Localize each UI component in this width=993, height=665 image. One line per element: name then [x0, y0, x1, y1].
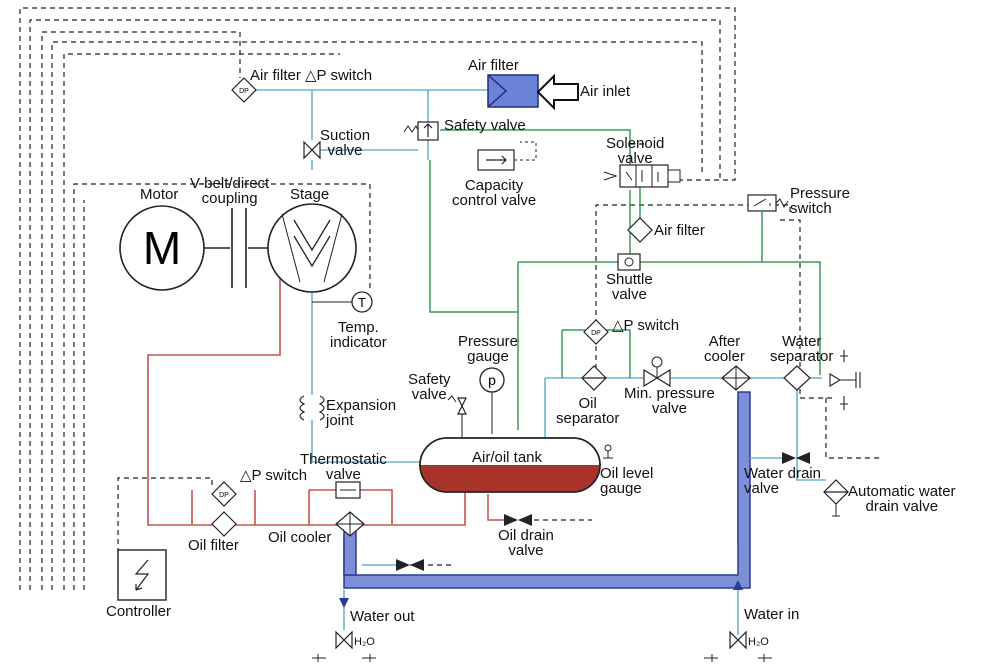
- label-solenoid-valve: Solenoid valve: [606, 135, 665, 167]
- label-water-in: Water in: [744, 606, 800, 623]
- label-water-separator: Water separator: [770, 333, 834, 365]
- motor-icon: M: [119, 205, 205, 291]
- label-safety-valve-tank: Safety valve: [408, 371, 451, 403]
- label-pressure-gauge: Pressure gauge: [458, 333, 519, 365]
- air-filter-small-icon: [627, 217, 653, 243]
- cooler-water-valve-icon: [396, 559, 424, 571]
- label-separator-dp-switch: △P switch: [612, 317, 680, 334]
- pressure-gauge-icon: p: [479, 367, 505, 434]
- label-suction-valve: Suction valve: [320, 127, 371, 159]
- label-safety-valve-top: Safety valve: [444, 117, 526, 134]
- label-oil-filter-dp-switch: △P switch: [240, 467, 308, 484]
- label-controller: Controller: [106, 603, 172, 620]
- svg-text:DP: DP: [219, 492, 229, 499]
- label-oil-drain-valve: Oil drain valve: [498, 527, 554, 559]
- label-air-filter-small: Air filter: [654, 222, 705, 239]
- label-air-inlet: Air inlet: [580, 83, 631, 100]
- water-separator-icon: [783, 365, 811, 391]
- label-after-cooler: After cooler: [704, 333, 745, 365]
- water-in-valve-icon: [704, 630, 772, 662]
- safety-valve-tank-icon: [447, 395, 467, 438]
- water-out-valve-icon: [312, 630, 376, 662]
- label-air-oil-tank: Air/oil tank: [472, 449, 543, 466]
- air-lines: [256, 89, 826, 545]
- label-motor: Motor: [140, 186, 179, 203]
- after-cooler-icon: [721, 365, 751, 391]
- min-pressure-valve-icon: [643, 356, 671, 388]
- label-air-filter-dp-switch: Air filter △P switch: [250, 67, 373, 84]
- oil-filter-icon: [211, 511, 237, 537]
- air-filter: [487, 74, 539, 108]
- label-water-drain-valve: Water drain valve: [744, 465, 821, 497]
- label-vbelt-coupling: V-belt/direct coupling: [190, 175, 270, 207]
- air-inlet-arrow-icon: [536, 73, 579, 111]
- temp-indicator-icon: T: [312, 291, 373, 313]
- label-thermostatic-valve: Thermostatic valve: [300, 451, 387, 483]
- pressure-switch-icon: [747, 194, 789, 212]
- svg-text:DP: DP: [591, 330, 601, 337]
- control-signal-lines: [19, 7, 880, 590]
- solenoid-valve-icon: [603, 164, 681, 188]
- label-h2o-right: H₂O: [748, 636, 769, 648]
- oil-level-gauge-icon: [603, 444, 613, 459]
- capacity-control-valve-icon: [477, 141, 537, 171]
- oil-drain-valve-icon: [487, 494, 532, 526]
- label-oil-level-gauge: Oil level gauge: [600, 465, 654, 497]
- water-lines: [343, 564, 739, 635]
- label-shuttle-valve: Shuttle valve: [606, 271, 653, 303]
- oil-cooler-icon: [335, 511, 365, 537]
- water-out-arrow-icon: [339, 598, 349, 608]
- air-filter-dp-switch-icon: DP: [231, 77, 257, 103]
- label-min-pressure-valve: Min. pressure valve: [624, 385, 715, 417]
- water-in-arrow-icon: [733, 580, 743, 590]
- oil-separator-icon: [581, 365, 607, 391]
- label-oil-separator: Oil separator: [556, 395, 620, 427]
- thermostatic-valve-icon: [335, 481, 361, 499]
- control-lines: [429, 129, 821, 430]
- oil-filter-dp-switch-icon: DP: [211, 481, 237, 507]
- compressor-stage-icon: [267, 203, 357, 293]
- label-oil-filter: Oil filter: [188, 537, 239, 554]
- label-air-filter: Air filter: [468, 57, 519, 74]
- safety-valve-top-icon: [403, 121, 439, 141]
- label-water-out: Water out: [350, 608, 415, 625]
- shuttle-valve-icon: [617, 253, 641, 271]
- svg-text:p: p: [488, 372, 496, 388]
- expansion-joint-icon: [299, 395, 325, 421]
- label-pressure-switch: Pressure switch: [790, 185, 851, 217]
- water-drain-valve-icon: [782, 452, 810, 464]
- suction-valve-icon: [303, 140, 321, 160]
- label-stage: Stage: [290, 186, 330, 203]
- label-automatic-water-drain-valve: Automatic water drain valve: [848, 483, 956, 515]
- label-oil-cooler: Oil cooler: [268, 529, 332, 546]
- svg-text:DP: DP: [239, 88, 249, 95]
- label-capacity-control-valve: Capacity control valve: [452, 177, 537, 209]
- svg-text:M: M: [143, 222, 181, 274]
- label-h2o-left: H₂O: [354, 636, 375, 648]
- outlet-valve-icon: [829, 350, 861, 410]
- automatic-water-drain-valve-icon: [823, 479, 849, 517]
- svg-text:T: T: [358, 295, 366, 310]
- controller-icon: [117, 549, 167, 601]
- oil-separator-dp-switch-icon: DP: [583, 319, 609, 345]
- label-temp-indicator: Temp. indicator: [330, 319, 387, 351]
- air-oil-tank-icon: [419, 437, 601, 493]
- coupling-icon: [204, 208, 268, 288]
- label-expansion-joint: Expansion joint: [326, 397, 397, 429]
